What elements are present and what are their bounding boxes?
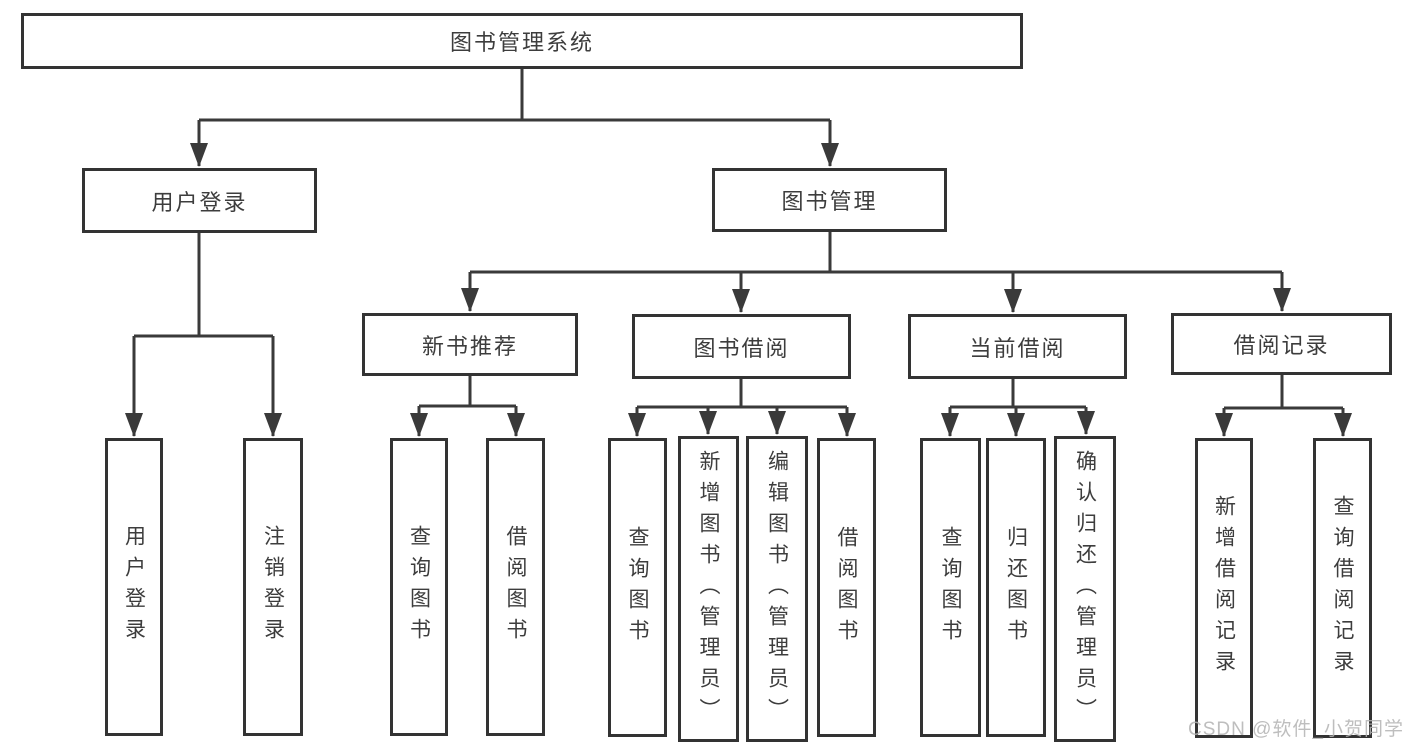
node-leaf-borrow-books-1: 借阅图书 bbox=[486, 438, 545, 736]
node-leaf-return-books: 归还图书 bbox=[986, 438, 1046, 737]
node-book-mgmt: 图书管理 bbox=[712, 168, 947, 232]
node-label: 查询图书 bbox=[939, 525, 962, 650]
csdn-watermark: CSDN @软件_小贺同学 bbox=[1188, 719, 1404, 740]
node-borrow-record: 借阅记录 bbox=[1171, 313, 1392, 375]
node-label: 注销登录 bbox=[261, 525, 285, 649]
node-leaf-confirm-return: 确认归还（管理员） bbox=[1054, 436, 1116, 742]
node-label: 新增图书（管理员） bbox=[697, 449, 720, 729]
node-label: 编辑图书（管理员） bbox=[765, 449, 789, 729]
node-label: 查询图书 bbox=[626, 525, 649, 650]
node-user-login: 用户登录 bbox=[82, 168, 317, 233]
node-leaf-add-borrow-record: 新增借阅记录 bbox=[1195, 438, 1253, 738]
node-label: 归还图书 bbox=[1004, 525, 1028, 650]
node-label: 用户登录 bbox=[122, 525, 146, 649]
node-current-borrow: 当前借阅 bbox=[908, 314, 1127, 379]
node-label: 借阅图书 bbox=[504, 525, 527, 649]
node-label: 确认归还（管理员） bbox=[1073, 449, 1097, 729]
node-root: 图书管理系统 bbox=[21, 13, 1023, 69]
node-label: 借阅图书 bbox=[835, 525, 858, 650]
node-leaf-query-books-2: 查询图书 bbox=[608, 438, 667, 737]
node-book-borrow: 图书借阅 bbox=[632, 314, 851, 379]
node-leaf-user-login: 用户登录 bbox=[105, 438, 163, 736]
node-label: 新增借阅记录 bbox=[1212, 495, 1236, 681]
node-leaf-logout: 注销登录 bbox=[243, 438, 303, 736]
node-label: 查询图书 bbox=[407, 525, 431, 649]
node-leaf-query-books-3: 查询图书 bbox=[920, 438, 981, 737]
node-leaf-add-books: 新增图书（管理员） bbox=[678, 436, 739, 742]
node-leaf-query-borrow-record: 查询借阅记录 bbox=[1313, 438, 1372, 738]
node-leaf-borrow-books-2: 借阅图书 bbox=[817, 438, 876, 737]
node-leaf-edit-books: 编辑图书（管理员） bbox=[746, 436, 808, 742]
node-label: 查询借阅记录 bbox=[1331, 495, 1354, 681]
node-new-book-rec: 新书推荐 bbox=[362, 313, 578, 376]
node-leaf-query-books-1: 查询图书 bbox=[390, 438, 448, 736]
